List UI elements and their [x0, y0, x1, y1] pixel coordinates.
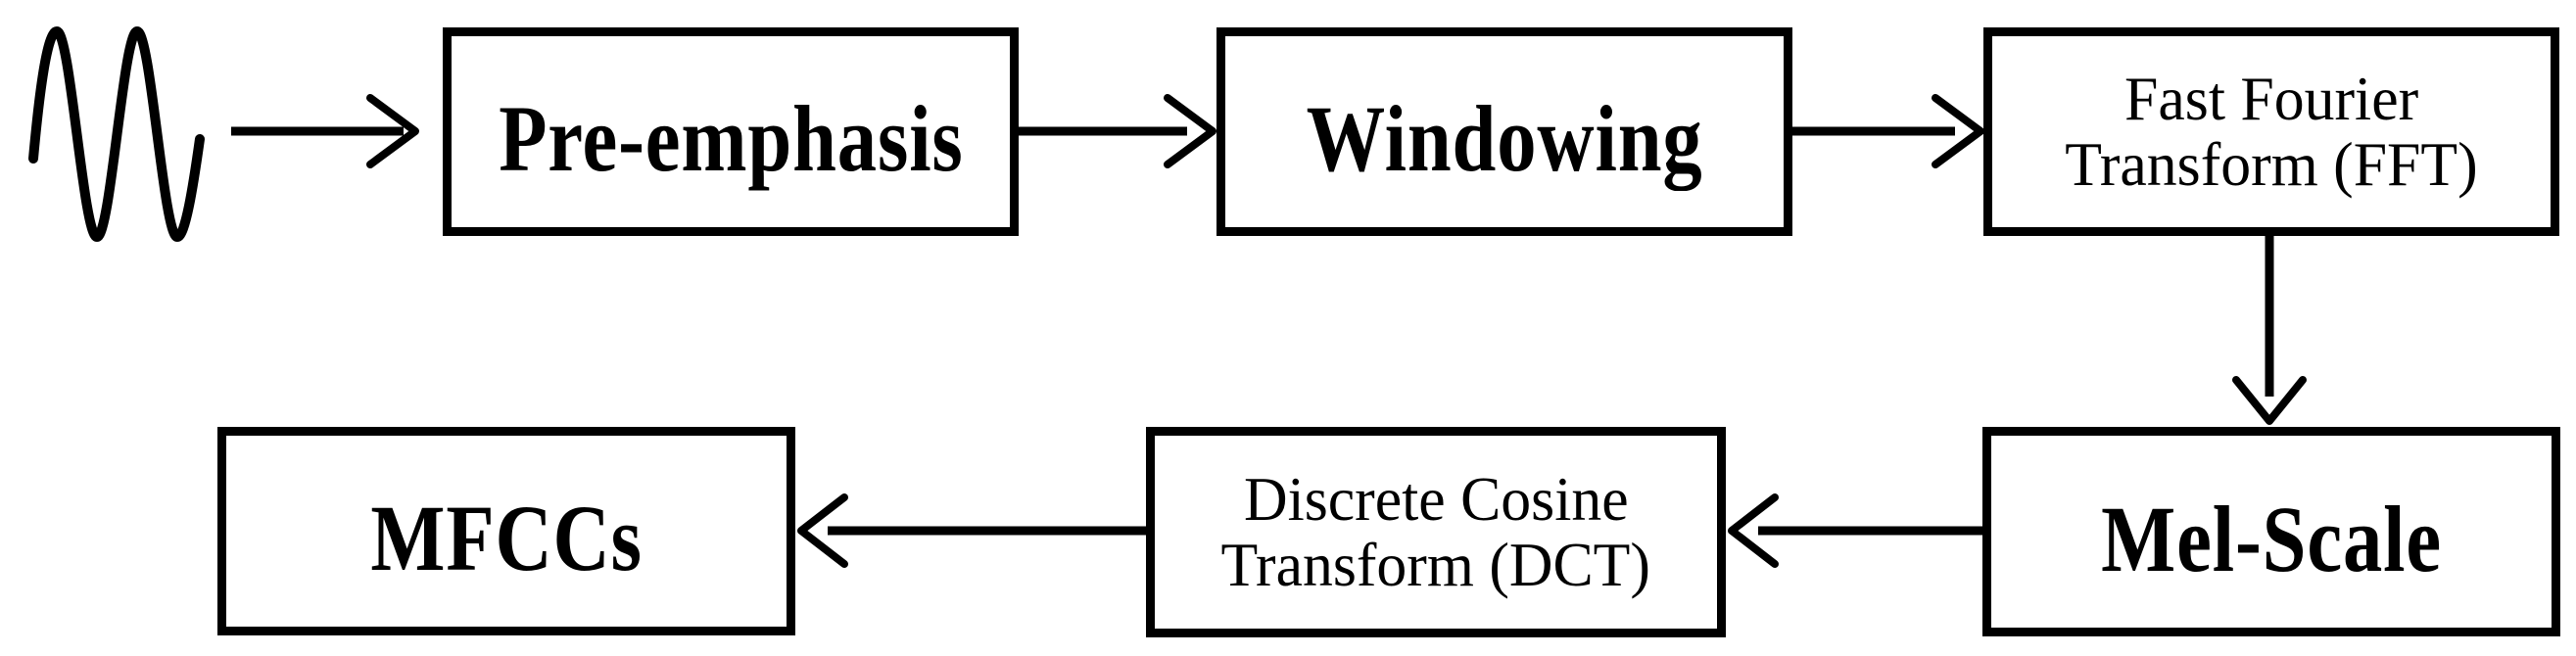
node-fft: Fast Fourier Transform (FFT)	[1983, 27, 2559, 236]
node-pre-emphasis-label: Pre-emphasis	[498, 86, 964, 191]
arrow-dct-to-mfccs	[797, 493, 1146, 568]
node-mfccs: MFCCs	[217, 427, 795, 635]
node-dct-label-line1: Discrete Cosine	[1243, 464, 1629, 534]
node-mel-scale: Mel-Scale	[1982, 427, 2560, 636]
arrow-mel-scale-to-dct	[1728, 493, 1982, 568]
arrow-windowing-to-fft	[1792, 94, 1984, 168]
arrow-pre-emphasis-to-windowing	[1019, 94, 1216, 168]
node-dct-label-line2: Transform (DCT)	[1220, 530, 1651, 599]
node-fft-label-line2: Transform (FFT)	[2065, 129, 2478, 199]
node-dct: Discrete Cosine Transform (DCT)	[1146, 427, 1726, 637]
node-windowing: Windowing	[1216, 27, 1792, 236]
arrow-signal-to-pre-emphasis	[231, 94, 419, 168]
audio-signal-waveform-icon	[28, 25, 205, 243]
node-mel-scale-label: Mel-Scale	[2101, 486, 2442, 591]
node-windowing-label: Windowing	[1306, 86, 1703, 191]
arrow-fft-to-mel-scale	[2232, 235, 2307, 425]
node-fft-label-line1: Fast Fourier	[2123, 64, 2419, 133]
node-mfccs-label: MFCCs	[370, 486, 643, 590]
node-pre-emphasis: Pre-emphasis	[443, 27, 1019, 236]
